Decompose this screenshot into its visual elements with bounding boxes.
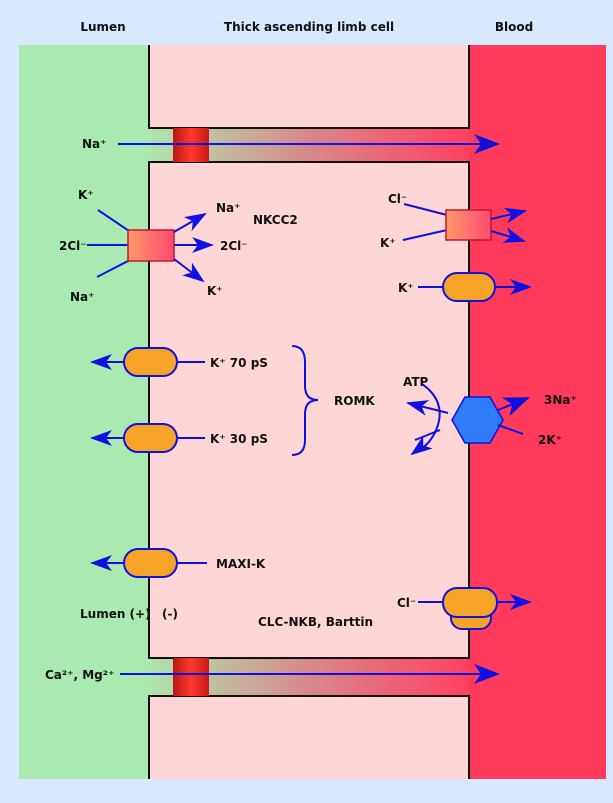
header-lumen: Lumen bbox=[80, 20, 125, 34]
bottom-mask bbox=[0, 779, 613, 803]
cell-top bbox=[148, 39, 470, 129]
maxi-k-body bbox=[123, 548, 178, 578]
nkcc2-in-na: Na⁺ bbox=[70, 290, 94, 304]
cell-potential-label: (-) bbox=[162, 607, 178, 621]
nkcc2-box bbox=[127, 229, 175, 262]
top-mask bbox=[0, 0, 613, 45]
nkcc2-out-k: K⁺ bbox=[207, 284, 223, 298]
romk-30ps-label: K⁺ 30 pS bbox=[210, 432, 268, 446]
na-k-atpase bbox=[406, 383, 530, 456]
clc-kb-barttin-channel bbox=[418, 587, 532, 630]
na-out-label: 3Na⁺ bbox=[544, 393, 577, 407]
basolateral-k-label: K⁺ bbox=[398, 281, 414, 295]
paracellular-ca-mg-label: Ca²⁺, Mg²⁺ bbox=[45, 668, 114, 682]
clc-cl-label: Cl⁻ bbox=[397, 596, 416, 610]
kcc-cl-label: Cl⁻ bbox=[388, 192, 407, 206]
atp-label: ATP bbox=[403, 375, 429, 389]
nkcc2-label: NKCC2 bbox=[253, 213, 298, 227]
nkcc2-out-na: Na⁺ bbox=[216, 201, 240, 215]
header-cell: Thick ascending limb cell bbox=[224, 20, 394, 34]
romk-70ps-body bbox=[123, 347, 178, 377]
romk-70ps-label: K⁺ 70 pS bbox=[210, 356, 268, 370]
clc-label: CLC-NKB, Barttin bbox=[258, 615, 373, 629]
clc-kb-subunit bbox=[442, 587, 498, 618]
cell-bottom bbox=[148, 695, 470, 787]
tight-junction-bottom bbox=[173, 658, 209, 696]
maxi-k-label: MAXI-K bbox=[216, 557, 266, 571]
lumen-compartment bbox=[19, 45, 149, 779]
romk-30ps-channel bbox=[90, 423, 205, 453]
nkcc2-cotransporter bbox=[87, 209, 214, 283]
basolateral-k-channel bbox=[418, 272, 532, 302]
romk-brace bbox=[291, 345, 319, 456]
nkcc2-in-cl: 2Cl⁻ bbox=[59, 239, 87, 253]
kcc-cotransporter bbox=[402, 203, 527, 243]
basolateral-k-channel-body bbox=[442, 272, 496, 302]
nkcc2-out-cl: 2Cl⁻ bbox=[220, 239, 248, 253]
header-blood: Blood bbox=[495, 20, 533, 34]
kcc-box bbox=[445, 209, 492, 241]
k-in-label: 2K⁺ bbox=[538, 433, 562, 447]
lumen-potential-label: Lumen (+) bbox=[80, 607, 151, 621]
romk-label: ROMK bbox=[334, 394, 375, 408]
romk-30ps-body bbox=[123, 423, 178, 453]
maxi-k-channel bbox=[90, 548, 207, 578]
paracellular-na-label: Na⁺ bbox=[82, 137, 106, 151]
romk-70ps-channel bbox=[90, 347, 205, 377]
na-k-atpase-hexagon bbox=[451, 396, 504, 444]
kcc-k-label: K⁺ bbox=[380, 236, 396, 250]
nkcc2-in-k: K⁺ bbox=[78, 188, 94, 202]
